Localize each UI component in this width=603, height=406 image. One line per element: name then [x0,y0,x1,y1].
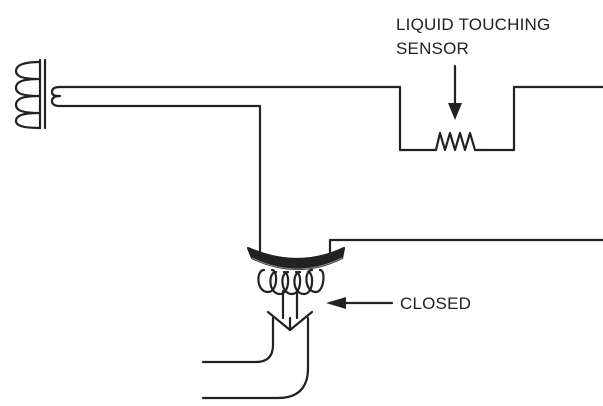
circuit-wire [58,85,603,255]
valve-plunger [266,289,314,332]
sensor-pointer-arrow [448,64,462,120]
liquid-touching-sensor-symbol [434,131,482,152]
sensor-label-line2: SENSOR [396,39,469,58]
valve-state-label: CLOSED [400,294,472,313]
transformer-symbol [14,58,62,130]
sensor-label-line1: LIQUID TOUCHING [396,15,551,34]
solenoid-coil [246,246,346,296]
valve-pointer-arrow [326,297,394,309]
pipe [201,316,310,400]
